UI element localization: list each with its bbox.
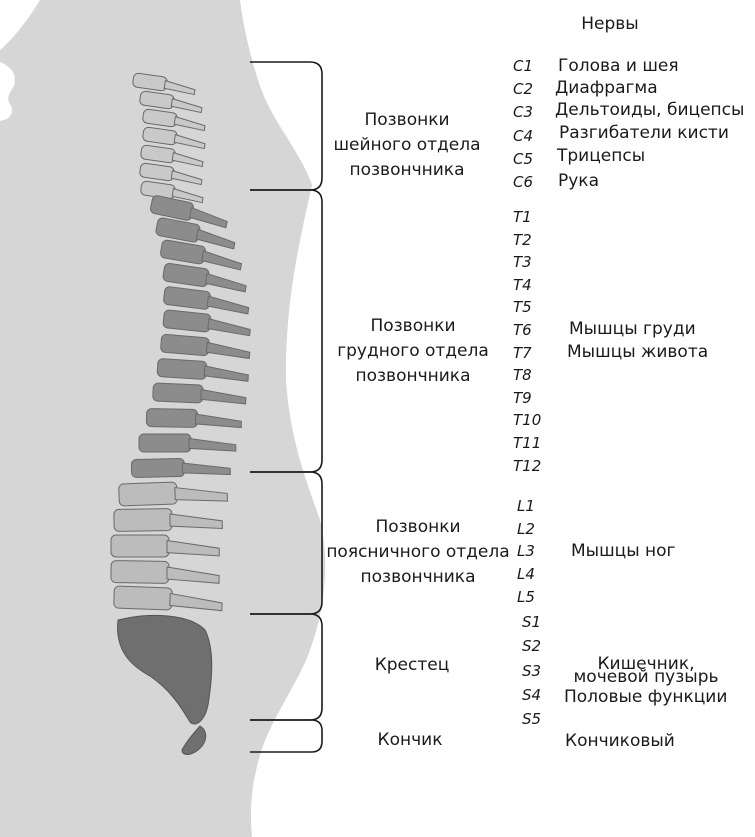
vertebra-cervical [139, 90, 203, 114]
segment-code-c2: C2 [513, 80, 534, 99]
segment-code-t5: T5 [513, 298, 532, 317]
vertebra-thoracic [160, 333, 251, 360]
region-lumbar-line-1: Позвонки [375, 517, 461, 537]
face-profile [0, 62, 16, 121]
vertebra-cervical [140, 180, 204, 204]
vertebra-thoracic [150, 195, 228, 229]
bracket-lumbar [250, 471, 323, 615]
vertebra-cervical [142, 126, 206, 150]
vertebra-thoracic [145, 408, 242, 429]
vertebra-lumbar [110, 534, 220, 558]
region-label-lumbar: Позвонки поясничного отдела позвончника [326, 515, 509, 590]
region-label-cervical: Позвонки шейного отдела позвончника [333, 108, 480, 183]
vertebra-cervical [132, 72, 196, 96]
vertebra-cervical [140, 144, 204, 168]
region-label-sacrum: Крестец [374, 655, 450, 675]
segment-code-t6: T6 [513, 321, 532, 339]
nerve-l3: Мышцы ног [571, 541, 676, 561]
bracket-thoracic [250, 189, 323, 473]
segment-code-c6: C6 [513, 173, 534, 191]
vertebra-lumbar [118, 481, 229, 507]
segment-code-s4: S4 [522, 685, 542, 704]
sacrum [117, 614, 213, 725]
nerve-s4: Половые функции [564, 687, 728, 707]
segment-code-s1: S1 [522, 613, 542, 631]
region-lumbar-line-3: позвончника [360, 567, 476, 587]
nerve-c6: Рука [558, 171, 599, 191]
vertebra-thoracic [138, 433, 237, 453]
segment-code-c5: C5 [513, 149, 534, 168]
segment-code-t8: T8 [513, 366, 532, 385]
nerve-s3-line-2: мочевой пузырь [573, 667, 719, 687]
region-cervical-line-1: Позвонки [364, 110, 450, 130]
nerve-t6: Мышцы груди [569, 319, 696, 339]
coccyx [181, 725, 207, 755]
region-label-coccyx: Кончик [377, 730, 443, 750]
vertebra-cervical [142, 108, 206, 132]
segment-code-l4: L4 [517, 565, 535, 584]
vertebrae-group [110, 72, 251, 612]
segment-code-t3: T3 [513, 253, 532, 272]
segment-code-t9: T9 [513, 388, 532, 407]
head-front [0, 0, 40, 50]
vertebra-thoracic [163, 286, 250, 315]
vertebra-thoracic [155, 217, 236, 250]
nerve-c5: Трицепсы [557, 146, 646, 166]
vertebra-cervical [139, 162, 203, 186]
vertebra-thoracic [130, 458, 231, 478]
region-thoracic-line-2: грудного отдела [337, 341, 489, 361]
vertebra-thoracic [162, 309, 251, 337]
vertebra-lumbar [113, 585, 223, 612]
nerve-t7: Мышцы живота [567, 342, 709, 362]
region-brackets [250, 61, 323, 753]
bracket-sacrum [250, 613, 323, 721]
segment-code-c1: C1 [513, 57, 534, 75]
vertebra-thoracic [160, 239, 243, 271]
vertebra-thoracic [156, 358, 249, 382]
segment-code-t1: T1 [513, 208, 532, 226]
nerve-c3: Дельтоиды, бицепсы [555, 100, 745, 120]
nerve-c1: Голова и шея [558, 56, 679, 76]
vertebra-lumbar [110, 560, 220, 584]
nerves-header: Нервы [581, 14, 639, 34]
region-thoracic-line-3: позвончника [355, 366, 471, 386]
bracket-cervical [250, 61, 323, 191]
nerve-c2: Диафрагма [555, 78, 658, 98]
nerve-s3-line-1: Кишечник, [597, 654, 695, 674]
region-thoracic-line-1: Позвонки [370, 316, 456, 336]
segment-code-t12: T12 [513, 456, 542, 475]
region-cervical-line-3: позвончника [349, 160, 465, 180]
segment-code-c3: C3 [513, 103, 534, 122]
region-lumbar-line-2: поясничного отдела [326, 542, 510, 562]
vertebra-thoracic [152, 382, 247, 405]
segment-code-t2: T2 [513, 230, 532, 249]
bracket-coccyx [250, 719, 323, 753]
region-cervical-line-2: шейного отдела [333, 135, 481, 155]
segment-code-t10: T10 [513, 411, 542, 430]
segment-code-l3: L3 [517, 542, 535, 561]
segment-code-t11: T11 [513, 434, 542, 452]
region-label-thoracic: Позвонки грудного отдела позвончника [337, 314, 489, 389]
segment-code-c4: C4 [513, 126, 534, 145]
vertebra-thoracic [162, 262, 247, 293]
segment-code-l5: L5 [517, 587, 535, 606]
segment-code-s3: S3 [522, 661, 542, 680]
nerve-c4: Разгибатели кисти [559, 123, 729, 143]
segment-code-l2: L2 [517, 519, 535, 538]
vertebra-lumbar [113, 508, 223, 532]
segment-code-s2: S2 [522, 637, 542, 656]
nerve-coccyx: Кончиковый [565, 731, 675, 751]
segment-code-l1: L1 [517, 497, 535, 515]
segment-code-t4: T4 [513, 275, 532, 294]
segment-code-s5: S5 [522, 710, 542, 729]
segment-code-t7: T7 [513, 343, 532, 362]
